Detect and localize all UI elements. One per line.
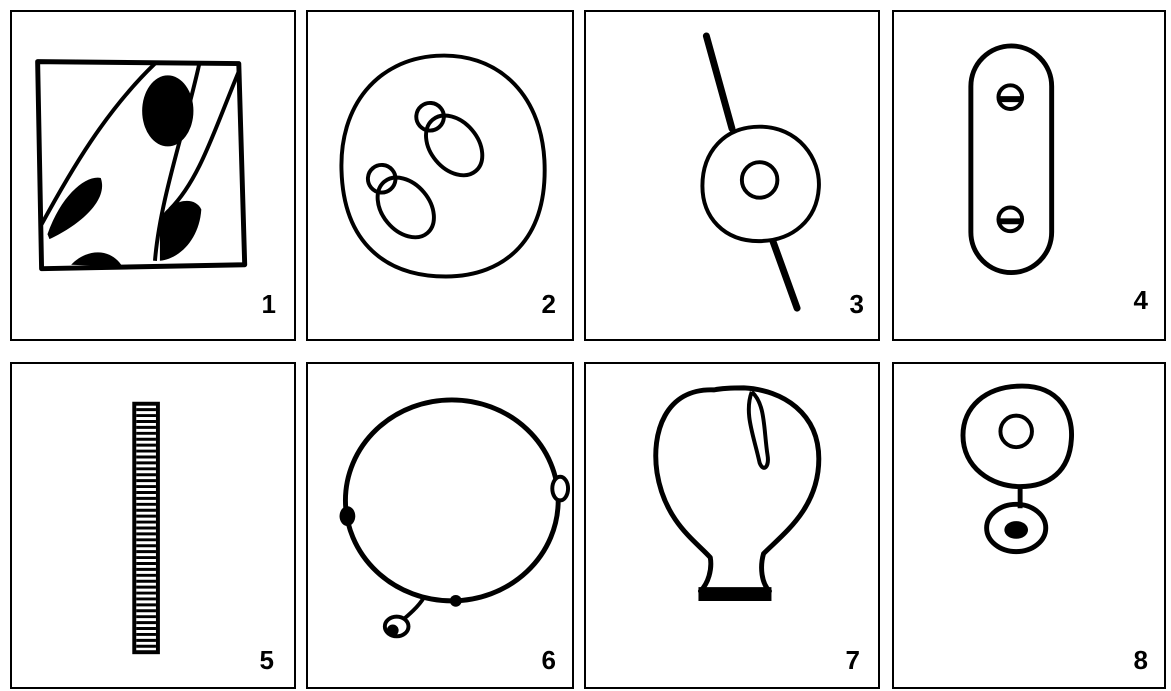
panel-7: 7 bbox=[584, 362, 880, 689]
panel-2-label: 2 bbox=[542, 291, 556, 317]
panel-2: 2 bbox=[306, 10, 574, 341]
panel-5: 5 bbox=[10, 362, 296, 689]
panel-5-label: 5 bbox=[260, 647, 274, 673]
panel-6-label: 6 bbox=[542, 647, 556, 673]
panel-6: 6 bbox=[306, 362, 574, 689]
panel-3: 3 bbox=[584, 10, 880, 341]
panel-8-drawing bbox=[894, 364, 1164, 687]
panel-1-drawing bbox=[12, 12, 294, 339]
panel-1-label: 1 bbox=[262, 291, 276, 317]
panel-7-label: 7 bbox=[846, 647, 860, 673]
panel-4-drawing bbox=[894, 12, 1164, 339]
panel-4: 4 bbox=[892, 10, 1166, 341]
panel-1: 1 bbox=[10, 10, 296, 341]
panel-8-label: 8 bbox=[1134, 647, 1148, 673]
panel-3-label: 3 bbox=[850, 291, 864, 317]
panel-7-drawing bbox=[586, 364, 878, 687]
panel-5-drawing bbox=[12, 364, 294, 687]
panel-6-drawing bbox=[308, 364, 572, 687]
panel-2-drawing bbox=[308, 12, 572, 339]
panel-3-drawing bbox=[586, 12, 878, 339]
panel-8: 8 bbox=[892, 362, 1166, 689]
panel-4-label: 4 bbox=[1134, 287, 1148, 313]
